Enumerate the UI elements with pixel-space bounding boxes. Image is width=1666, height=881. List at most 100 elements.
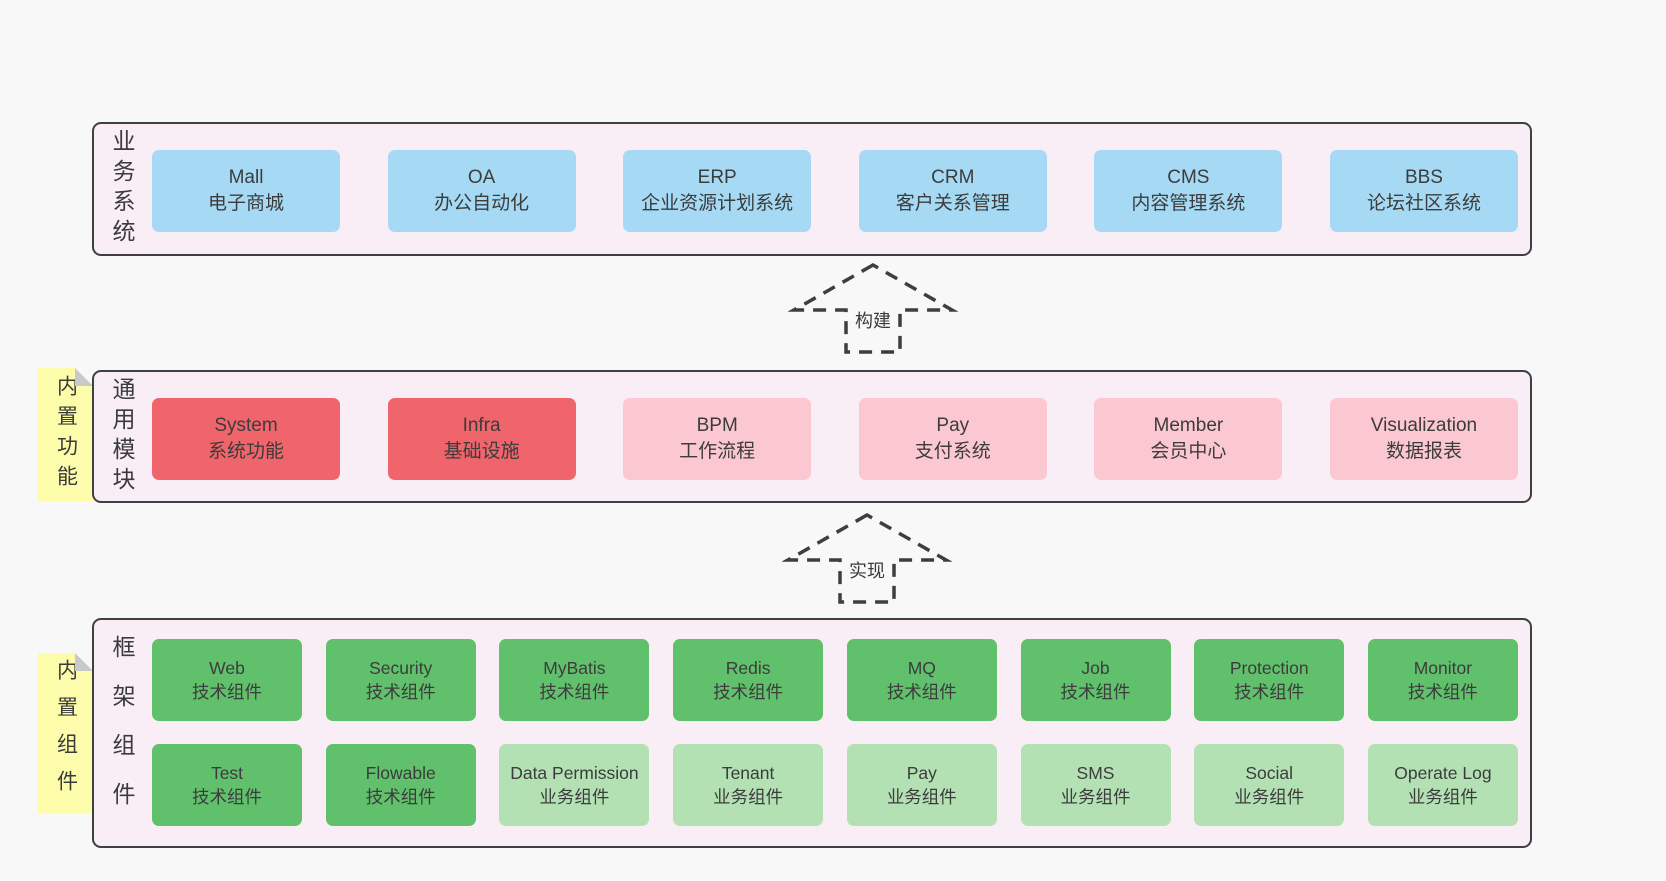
box-subtitle: 技术组件 (365, 787, 436, 807)
box-infra: Infra 基础设施 (387, 398, 576, 480)
box-subtitle: 业务组件 (1234, 787, 1305, 807)
panel-label: 通用模块 (109, 376, 135, 497)
box-title: Visualization (1370, 414, 1478, 436)
box-web: Web 技术组件 (152, 639, 302, 721)
sticky-note-label: 内置组件 (54, 659, 78, 807)
box-title: BBS (1404, 166, 1443, 188)
box-job: Job 技术组件 (1020, 639, 1171, 721)
modules-box-row: System 系统功能 Infra 基础设施 BPM 工作流程 Pay 支付系统… (152, 398, 1518, 480)
box-title: Infra (462, 414, 501, 436)
box-protection: Protection 技术组件 (1194, 639, 1345, 721)
box-sms: SMS 业务组件 (1020, 744, 1171, 826)
box-title: OA (467, 166, 496, 188)
box-title: Member (1153, 414, 1224, 436)
box-oa: OA 办公自动化 (387, 150, 576, 232)
box-mybatis: MyBatis 技术组件 (499, 639, 650, 721)
box-title: ERP (697, 166, 737, 188)
box-title: System (214, 414, 278, 436)
box-subtitle: 客户关系管理 (895, 193, 1010, 214)
box-title: Mall (228, 166, 264, 188)
box-title: Monitor (1413, 657, 1473, 678)
build-arrow-label: 构建 (850, 307, 896, 333)
panel-label: 业务系统 (109, 129, 135, 249)
box-cms: CMS 内容管理系统 (1094, 150, 1283, 232)
components-box-row-2: Test 技术组件 Flowable 技术组件 Data Permission … (152, 744, 1518, 826)
box-subtitle: 电子商城 (207, 193, 284, 214)
sticky-note-builtin-features: 内置功能 (38, 368, 93, 501)
box-subtitle: 企业资源计划系统 (641, 193, 794, 214)
box-system: System 系统功能 (152, 398, 340, 480)
box-social: Social 业务组件 (1194, 744, 1345, 826)
box-title: Social (1245, 762, 1294, 783)
implement-arrow-label: 实现 (844, 557, 890, 583)
box-subtitle: 技术组件 (539, 682, 610, 702)
box-erp: ERP 企业资源计划系统 (623, 150, 812, 232)
box-subtitle: 技术组件 (192, 787, 262, 807)
box-title: MyBatis (543, 657, 606, 678)
box-subtitle: 技术组件 (365, 682, 436, 702)
common-modules-panel: 通用模块 System 系统功能 Infra 基础设施 BPM 工作流程 Pay… (92, 370, 1532, 503)
box-subtitle: 内容管理系统 (1131, 193, 1246, 214)
box-subtitle: 办公自动化 (434, 193, 530, 214)
dashed-up-arrow-icon (788, 262, 958, 354)
box-mq: MQ 技术组件 (846, 639, 997, 721)
box-title: CMS (1167, 166, 1210, 188)
business-systems-panel: 业务系统 Mall 电子商城 OA 办公自动化 ERP 企业资源计划系统 CRM… (92, 122, 1532, 256)
business-box-row: Mall 电子商城 OA 办公自动化 ERP 企业资源计划系统 CRM 客户关系… (152, 150, 1518, 232)
box-test: Test 技术组件 (152, 744, 302, 826)
box-bbs: BBS 论坛社区系统 (1329, 150, 1518, 232)
box-subtitle: 技术组件 (192, 682, 262, 702)
box-title: Pay (906, 762, 937, 783)
box-flowable: Flowable 技术组件 (325, 744, 476, 826)
box-pay-module: Pay 支付系统 (858, 398, 1047, 480)
framework-components-panel: 框架组件 Web 技术组件 Security 技术组件 MyBatis 技术组件… (92, 618, 1532, 848)
box-title: Flowable (365, 762, 436, 783)
box-title: MQ (907, 657, 936, 678)
dashed-up-arrow-icon (782, 512, 952, 604)
box-pay-component: Pay 业务组件 (846, 744, 997, 826)
box-subtitle: 业务组件 (1060, 787, 1131, 807)
box-visualization: Visualization 数据报表 (1329, 398, 1518, 480)
box-title: BPM (696, 414, 738, 436)
box-subtitle: 技术组件 (886, 682, 957, 702)
box-tenant: Tenant 业务组件 (673, 744, 824, 826)
box-monitor: Monitor 技术组件 (1367, 639, 1518, 721)
box-subtitle: 支付系统 (914, 441, 991, 462)
box-title: Data Permission (510, 762, 639, 783)
box-title: Web (209, 657, 245, 678)
box-subtitle: 业务组件 (539, 787, 610, 807)
box-title: CRM (931, 166, 975, 188)
box-title: Test (210, 762, 244, 783)
box-title: Security (369, 657, 433, 678)
box-subtitle: 业务组件 (713, 787, 784, 807)
box-mall: Mall 电子商城 (152, 150, 340, 232)
box-title: Tenant (721, 762, 775, 783)
components-box-row-1: Web 技术组件 Security 技术组件 MyBatis 技术组件 Redi… (152, 639, 1518, 721)
box-subtitle: 业务组件 (1407, 787, 1478, 807)
box-operate-log: Operate Log 业务组件 (1367, 744, 1518, 826)
box-subtitle: 工作流程 (679, 441, 756, 462)
box-subtitle: 业务组件 (886, 787, 957, 807)
box-subtitle: 技术组件 (1060, 682, 1131, 702)
implement-arrow: 实现 (782, 510, 952, 606)
box-bpm: BPM 工作流程 (623, 398, 812, 480)
box-subtitle: 系统功能 (207, 441, 284, 462)
sticky-note-label: 内置功能 (54, 374, 78, 495)
box-subtitle: 论坛社区系统 (1366, 193, 1481, 214)
box-title: Pay (936, 414, 970, 436)
box-subtitle: 基础设施 (443, 441, 520, 462)
box-subtitle: 技术组件 (1234, 682, 1305, 702)
box-title: Operate Log (1394, 762, 1492, 783)
box-data-permission: Data Permission 业务组件 (499, 744, 650, 826)
sticky-note-builtin-components: 内置组件 (38, 653, 93, 813)
box-redis: Redis 技术组件 (673, 639, 824, 721)
build-arrow: 构建 (788, 260, 958, 356)
box-title: Protection (1229, 657, 1309, 678)
box-subtitle: 技术组件 (1407, 682, 1478, 702)
box-title: Job (1081, 657, 1110, 678)
box-title: Redis (725, 657, 771, 678)
box-security: Security 技术组件 (325, 639, 476, 721)
box-crm: CRM 客户关系管理 (858, 150, 1047, 232)
box-title: SMS (1076, 762, 1115, 783)
